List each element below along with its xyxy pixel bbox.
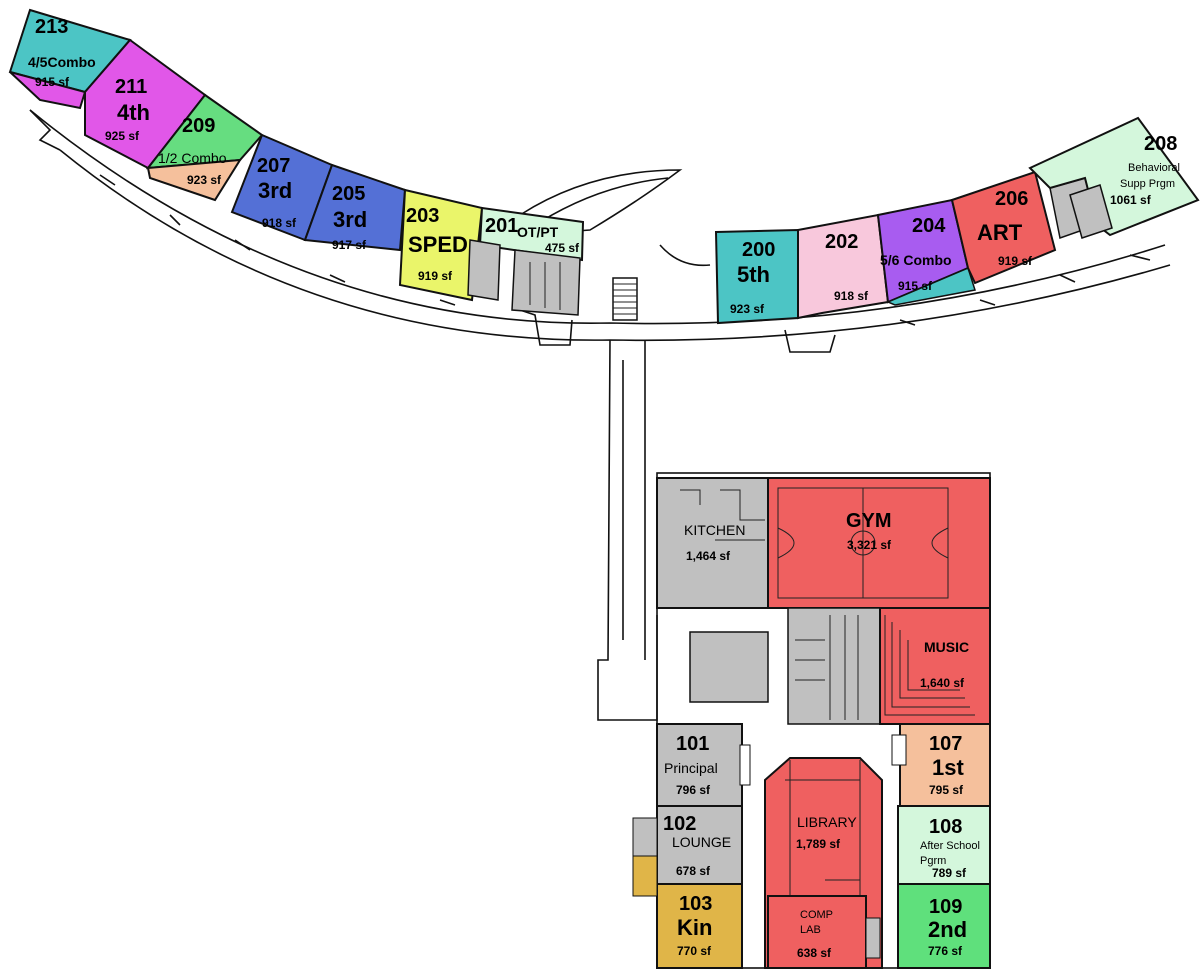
- room-202-number: 202: [825, 231, 858, 253]
- room-102-label: LOUNGE: [672, 834, 731, 850]
- room-204: 204 5/6 Combo 915 sf: [876, 198, 976, 306]
- room-208-label-2: Supp Prgm: [1120, 178, 1175, 190]
- room-209: 209 1/2 Combo 923 sf: [145, 93, 264, 202]
- room-103: 103 Kin 770 sf: [632, 855, 743, 969]
- connector-corridor: [597, 339, 658, 721]
- room-209-number: 209: [182, 115, 215, 137]
- room-108-area: 789 sf: [932, 866, 967, 880]
- room-109-area: 776 sf: [928, 944, 963, 958]
- room-211-number: 211: [115, 76, 147, 98]
- room-200-label: 5th: [737, 262, 770, 287]
- room-107-number: 107: [929, 733, 962, 755]
- room-203-label: SPED: [408, 232, 468, 257]
- room-200-number: 200: [742, 239, 775, 261]
- room-205-number: 205: [332, 183, 365, 205]
- gym-area: 3,321 sf: [847, 538, 892, 552]
- room-201-label: OT/PT: [517, 224, 559, 240]
- room-101: 101 Principal 796 sf: [656, 723, 751, 807]
- upper-corridor: [29, 109, 1171, 353]
- room-208: 208 Behavioral Supp Prgm 1061 sf: [1028, 116, 1200, 239]
- room-211-area: 925 sf: [105, 129, 140, 143]
- room-205: 205 3rd 917 sf: [303, 163, 407, 252]
- room-211: 211 4th 925 sf: [84, 38, 207, 170]
- library-label: LIBRARY: [797, 814, 857, 830]
- room-208-label-1: Behavioral: [1128, 162, 1180, 174]
- comp-lab-label-1: COMP: [800, 909, 833, 921]
- room-207-label: 3rd: [258, 178, 292, 203]
- room-206-number: 206: [995, 188, 1028, 210]
- room-103-area: 770 sf: [677, 944, 712, 958]
- room-102-area: 678 sf: [676, 864, 711, 878]
- room-205-label: 3rd: [333, 207, 367, 232]
- room-213: 213 4/5Combo 915 sf: [8, 8, 132, 110]
- room-108-label-1: After School: [920, 840, 980, 852]
- room-211-label: 4th: [117, 100, 150, 125]
- room-107-label: 1st: [932, 755, 964, 780]
- room-201-area: 475 sf: [545, 241, 580, 255]
- room-200: 200 5th 923 sf: [714, 228, 799, 325]
- room-206: 206 ART 919 sf: [950, 170, 1098, 285]
- comp-lab: COMP LAB 638 sf: [767, 895, 881, 969]
- room-202-area: 918 sf: [834, 289, 869, 303]
- gym: GYM 3,321 sf: [767, 477, 991, 609]
- comp-lab-area: 638 sf: [797, 946, 832, 960]
- room-202: 202 918 sf: [797, 213, 890, 320]
- room-213-label: 4/5Combo: [28, 54, 96, 70]
- room-207-number: 207: [257, 155, 290, 177]
- room-204-area: 915 sf: [898, 279, 933, 293]
- library-area: 1,789 sf: [796, 837, 841, 851]
- room-213-number: 213: [35, 16, 68, 38]
- music-area: 1,640 sf: [920, 676, 965, 690]
- kitchen-area: 1,464 sf: [686, 549, 731, 563]
- room-201: 201 OT/PT 475 sf: [467, 206, 585, 316]
- room-109-number: 109: [929, 896, 962, 918]
- room-208-area: 1061 sf: [1110, 193, 1152, 207]
- room-205-area: 917 sf: [332, 238, 367, 252]
- restrooms-center: [689, 607, 881, 725]
- room-103-number: 103: [679, 893, 712, 915]
- room-206-label: ART: [977, 220, 1023, 245]
- room-108-label-2: Pgrm: [920, 855, 946, 867]
- kitchen-label: KITCHEN: [684, 522, 745, 538]
- kitchen: KITCHEN 1,464 sf: [656, 477, 769, 609]
- room-107-area: 795 sf: [929, 783, 964, 797]
- room-102-number: 102: [663, 813, 696, 835]
- room-203: 203 SPED 919 sf: [398, 188, 484, 302]
- room-203-number: 203: [406, 205, 439, 227]
- room-101-number: 101: [676, 733, 709, 755]
- room-206-area: 919 sf: [998, 254, 1033, 268]
- room-108: 108 After School Pgrm 789 sf: [897, 805, 991, 885]
- music-label: MUSIC: [924, 639, 969, 655]
- gym-label: GYM: [846, 510, 892, 532]
- room-208-number: 208: [1144, 133, 1177, 155]
- room-103-label: Kin: [677, 915, 712, 940]
- room-213-area: 915 sf: [35, 75, 70, 89]
- music: MUSIC 1,640 sf: [879, 607, 991, 725]
- room-204-label: 5/6 Combo: [880, 252, 952, 268]
- room-209-label: 1/2 Combo: [158, 150, 227, 166]
- room-200-area: 923 sf: [730, 302, 765, 316]
- comp-lab-label-2: LAB: [800, 924, 821, 936]
- room-109: 109 2nd 776 sf: [897, 883, 991, 969]
- room-207-area: 918 sf: [262, 216, 297, 230]
- room-108-number: 108: [929, 816, 962, 838]
- room-204-number: 204: [912, 215, 946, 237]
- room-107: 107 1st 795 sf: [891, 723, 991, 807]
- room-207: 207 3rd 918 sf: [230, 133, 334, 242]
- room-209-area: 923 sf: [187, 173, 222, 187]
- room-101-label: Principal: [664, 760, 718, 776]
- room-203-area: 919 sf: [418, 269, 453, 283]
- room-201-number: 201: [485, 215, 518, 237]
- room-101-area: 796 sf: [676, 783, 711, 797]
- room-109-label: 2nd: [928, 917, 967, 942]
